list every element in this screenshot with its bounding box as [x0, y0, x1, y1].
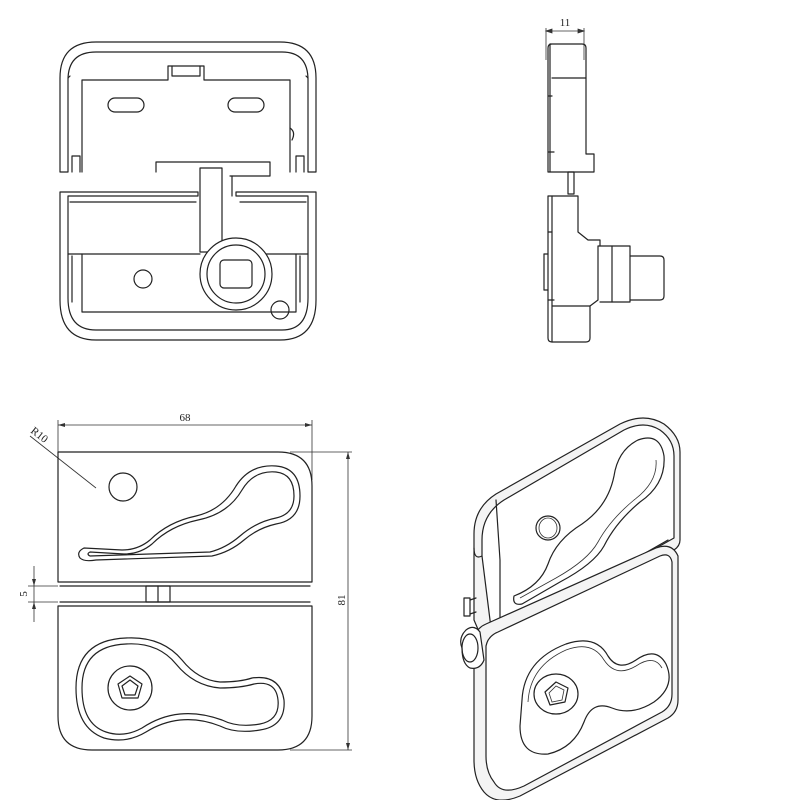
iso-lock-ring	[533, 673, 579, 715]
side-view-lower-body	[547, 195, 601, 343]
connecting-tongue	[199, 167, 223, 253]
isometric-view	[460, 417, 681, 800]
dim-thickness: 11	[560, 17, 571, 29]
pentagon-key-icon	[117, 675, 143, 699]
side-view-upper-body	[547, 43, 595, 173]
dim-height: 81	[336, 595, 348, 606]
iso-upper-cam-slot	[513, 437, 665, 605]
front-lower-cam-slot	[75, 637, 285, 741]
back-view-upper-plate	[59, 41, 317, 173]
front-view-lower-leaf	[57, 605, 313, 751]
lock-key-slot	[219, 259, 253, 289]
back-view-lower-plate	[59, 191, 317, 341]
front-lock-ring	[107, 665, 153, 711]
front-upper-cam-slot	[78, 465, 301, 562]
iso-lower-cam-slot	[519, 640, 670, 755]
iso-barrel	[460, 626, 485, 669]
front-view: 68 R10 5 81	[18, 412, 352, 751]
mounting-slot-left	[107, 97, 145, 113]
back-view	[59, 41, 317, 341]
dim-corner-radius: R10	[28, 425, 50, 446]
iso-upper-hole	[535, 515, 561, 541]
lower-hole	[133, 269, 153, 289]
dim-width: 68	[180, 412, 192, 424]
side-view: 11	[543, 17, 665, 343]
side-view-barrel	[599, 245, 665, 303]
front-view-upper-leaf	[57, 451, 313, 583]
corner-hole	[270, 300, 290, 320]
mounting-slot-right	[227, 97, 265, 113]
dim-gap: 5	[18, 591, 30, 597]
front-upper-hole	[108, 472, 138, 502]
